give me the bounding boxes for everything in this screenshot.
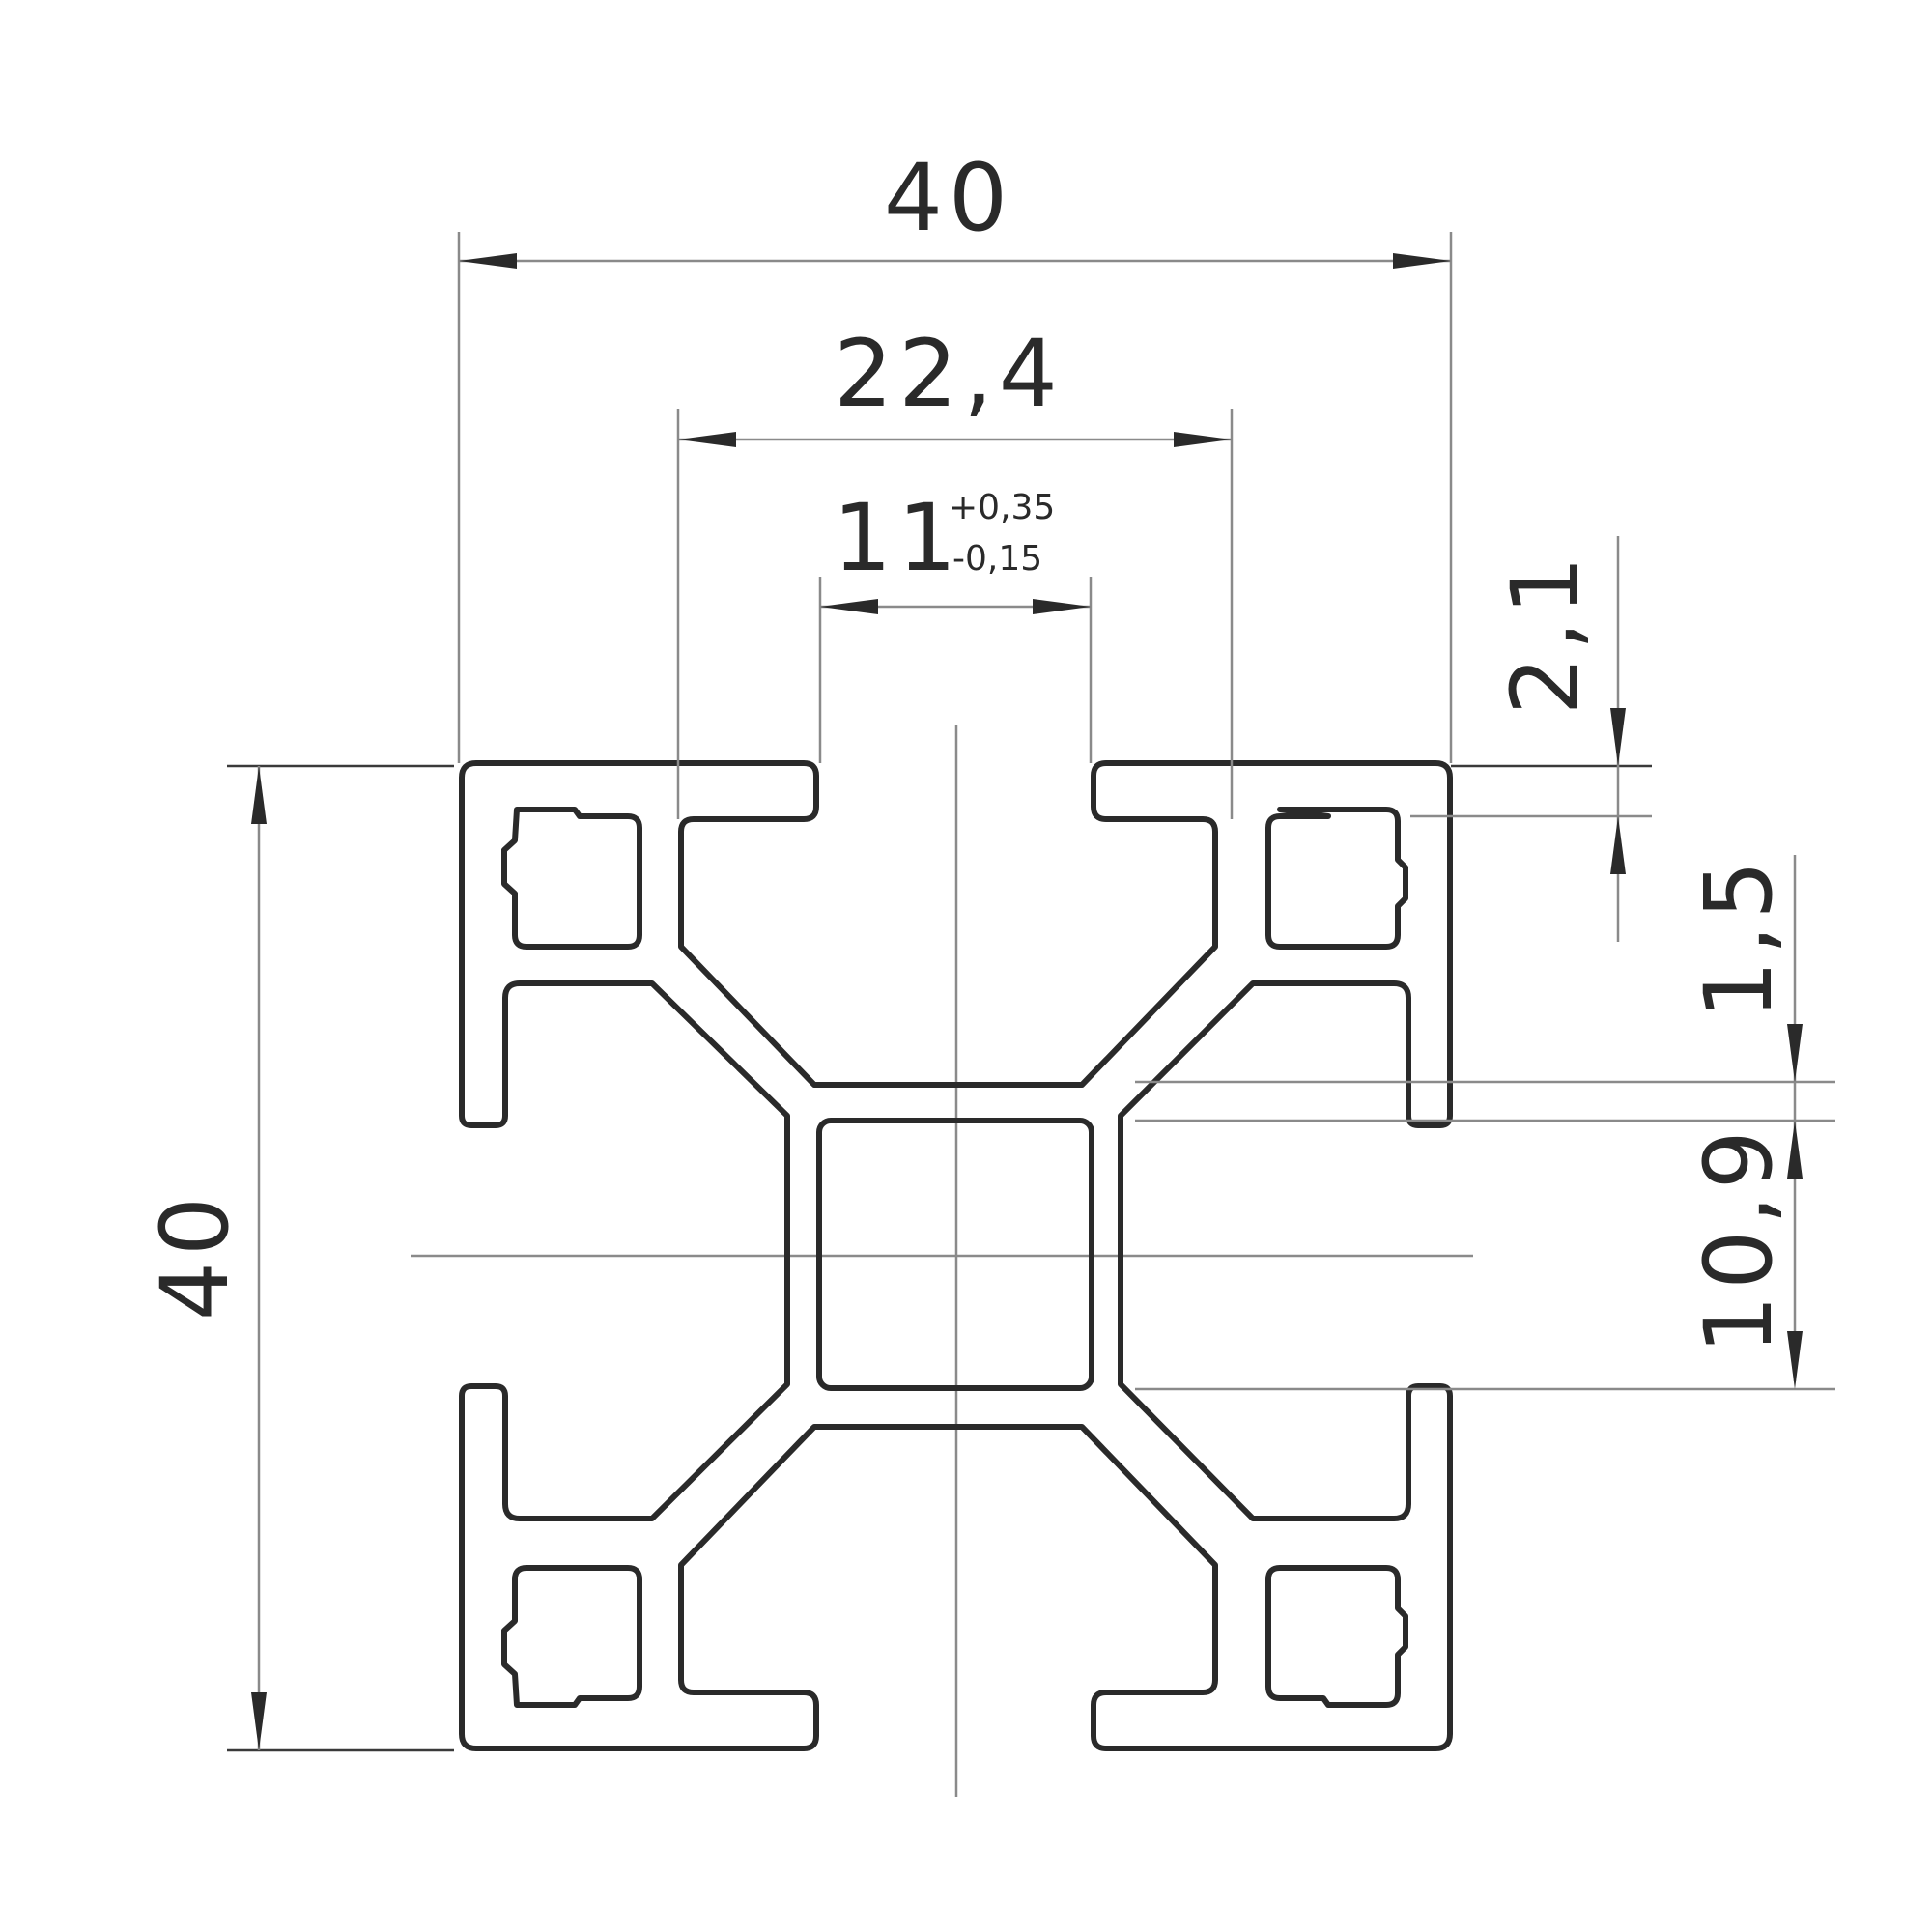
profile-outline (459, 760, 1453, 1751)
arrowheads (251, 253, 1803, 1750)
label-overall-height: 40 (141, 1191, 249, 1321)
label-slot-tolerance-lower: -0,15 (952, 539, 1042, 579)
label-core-height: 10,9 (1685, 1124, 1793, 1354)
label-slot-tolerance-upper: +0,35 (949, 488, 1055, 527)
label-slot-width: 11 (833, 484, 962, 592)
dimension-labels: 40 22,4 11 +0,35 -0,15 40 2,1 1,5 10,9 (141, 144, 1793, 1354)
label-wall-thickness: 1,5 (1685, 855, 1793, 1020)
extension-lines (227, 232, 1835, 1752)
label-groove-spacing: 22,4 (834, 320, 1064, 428)
label-lip-thickness: 2,1 (1492, 551, 1600, 716)
label-overall-width: 40 (884, 144, 1013, 252)
dimension-lines (257, 259, 1797, 1750)
